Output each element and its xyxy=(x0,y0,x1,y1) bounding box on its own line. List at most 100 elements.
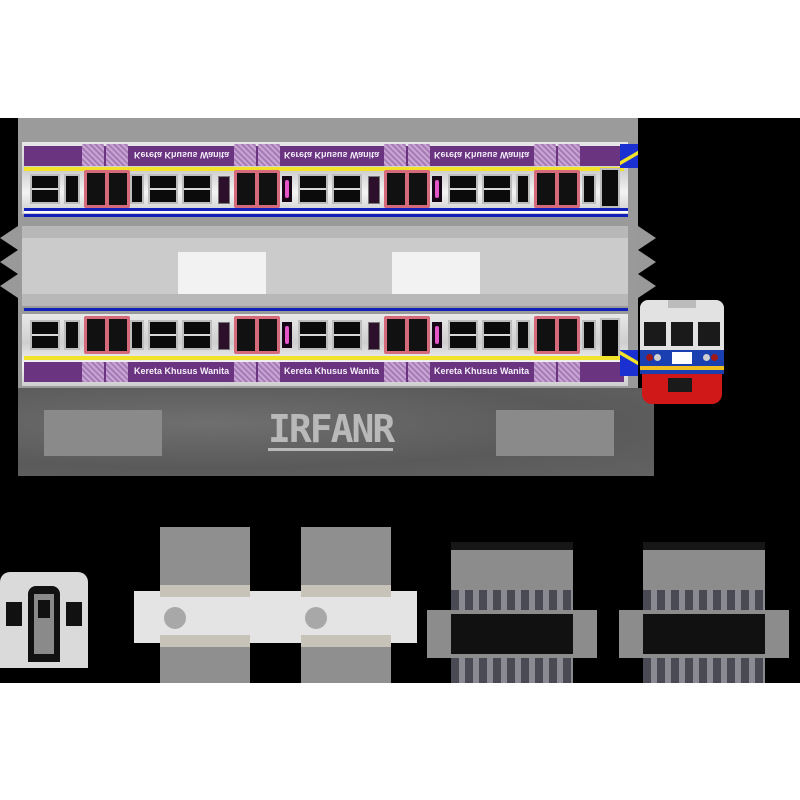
sign-text-mirrored: Kereta Khusus Wanita xyxy=(284,150,380,160)
underframe-box xyxy=(44,410,162,456)
cab-window xyxy=(671,322,693,346)
door-panel-deco xyxy=(82,144,104,166)
women-car-logo xyxy=(218,176,230,204)
tail-light xyxy=(646,354,653,361)
door xyxy=(106,170,130,208)
cab-window xyxy=(6,602,22,626)
window xyxy=(448,320,478,350)
door-panel-deco xyxy=(234,144,256,166)
head-light xyxy=(703,354,710,361)
window xyxy=(516,320,530,350)
roof-panel xyxy=(134,591,276,643)
door xyxy=(84,170,108,208)
roof-bottom xyxy=(301,647,391,683)
door xyxy=(384,170,408,208)
blue-stripe xyxy=(24,208,628,211)
roof-piece-1 xyxy=(134,527,276,683)
window xyxy=(64,320,80,350)
door xyxy=(256,170,280,208)
bogie-2 xyxy=(619,542,789,683)
roof-trim xyxy=(301,585,391,597)
window xyxy=(332,174,362,204)
door-panel-deco xyxy=(258,144,280,166)
bogie-edge xyxy=(643,542,765,550)
women-car-logo xyxy=(218,322,230,350)
women-figure-icon xyxy=(432,176,442,202)
roof-bottom xyxy=(160,647,250,683)
door-panel-deco xyxy=(384,362,406,382)
window xyxy=(64,174,80,204)
uv-tab xyxy=(0,226,18,250)
window xyxy=(30,174,60,204)
door-panel-deco xyxy=(408,144,430,166)
window xyxy=(30,320,60,350)
door xyxy=(406,316,430,354)
door-panel-deco xyxy=(106,362,128,382)
uv-tab xyxy=(638,274,656,298)
roof-edge xyxy=(22,226,628,238)
roof-panel xyxy=(275,591,417,643)
door xyxy=(556,170,580,208)
door-panel-deco xyxy=(258,362,280,382)
roof-top xyxy=(160,527,250,585)
roof-trim xyxy=(160,585,250,597)
door xyxy=(556,316,580,354)
brand-text: IRFANR xyxy=(268,407,395,451)
window xyxy=(182,174,212,204)
uv-tab xyxy=(638,250,656,274)
window xyxy=(582,320,596,350)
roof-piece-2 xyxy=(275,527,417,683)
door-panel-deco xyxy=(408,362,430,382)
window xyxy=(298,320,328,350)
door-panel-deco xyxy=(384,144,406,166)
sign-text: Kereta Khusus Wanita xyxy=(134,366,230,376)
bogie-edge xyxy=(451,542,573,550)
cab-window xyxy=(66,602,82,626)
door-panel-deco xyxy=(106,144,128,166)
vent-circle xyxy=(164,607,186,629)
texture-atlas: Kereta Khusus Wanita Kereta Khusus Wanit… xyxy=(0,118,800,683)
uv-tab xyxy=(638,226,656,250)
roof-top xyxy=(301,527,391,585)
door-panel-deco xyxy=(82,362,104,382)
window xyxy=(516,174,530,204)
underframe-box xyxy=(496,410,614,456)
sign-text-mirrored: Kereta Khusus Wanita xyxy=(134,150,230,160)
end-livery xyxy=(620,144,638,168)
door xyxy=(406,170,430,208)
women-figure-icon xyxy=(432,322,442,348)
uv-tab xyxy=(0,274,18,298)
upper-car-side: Kereta Khusus Wanita Kereta Khusus Wanit… xyxy=(22,142,628,214)
window xyxy=(332,320,362,350)
door-window xyxy=(38,600,50,618)
door-panel-deco xyxy=(534,144,556,166)
yellow-stripe xyxy=(620,350,638,366)
sign-text: Kereta Khusus Wanita xyxy=(284,366,380,376)
window xyxy=(148,320,178,350)
yellow-stripe xyxy=(620,150,638,166)
door-panel-deco xyxy=(234,362,256,382)
end-door-window xyxy=(600,318,620,358)
blue-stripe xyxy=(24,214,628,217)
uv-tab xyxy=(0,250,18,274)
car-body-sheet: Kereta Khusus Wanita Kereta Khusus Wanit… xyxy=(18,118,654,476)
window xyxy=(130,320,144,350)
sign-text-mirrored: Kereta Khusus Wanita xyxy=(434,150,530,160)
white-gap xyxy=(24,211,628,213)
window xyxy=(298,174,328,204)
window xyxy=(448,174,478,204)
bogie-frame xyxy=(451,658,573,683)
door-panel-deco xyxy=(558,144,580,166)
roof-edge xyxy=(18,118,638,142)
women-car-logo xyxy=(368,176,380,204)
tail-light xyxy=(711,354,718,361)
window xyxy=(482,174,512,204)
window xyxy=(148,174,178,204)
end-livery xyxy=(620,350,638,376)
upper-purple-band xyxy=(24,146,624,166)
women-figure-icon xyxy=(282,176,292,202)
front-cab-face xyxy=(638,300,726,412)
roof-trim xyxy=(160,635,250,647)
gangway-door xyxy=(28,586,60,662)
window xyxy=(582,174,596,204)
